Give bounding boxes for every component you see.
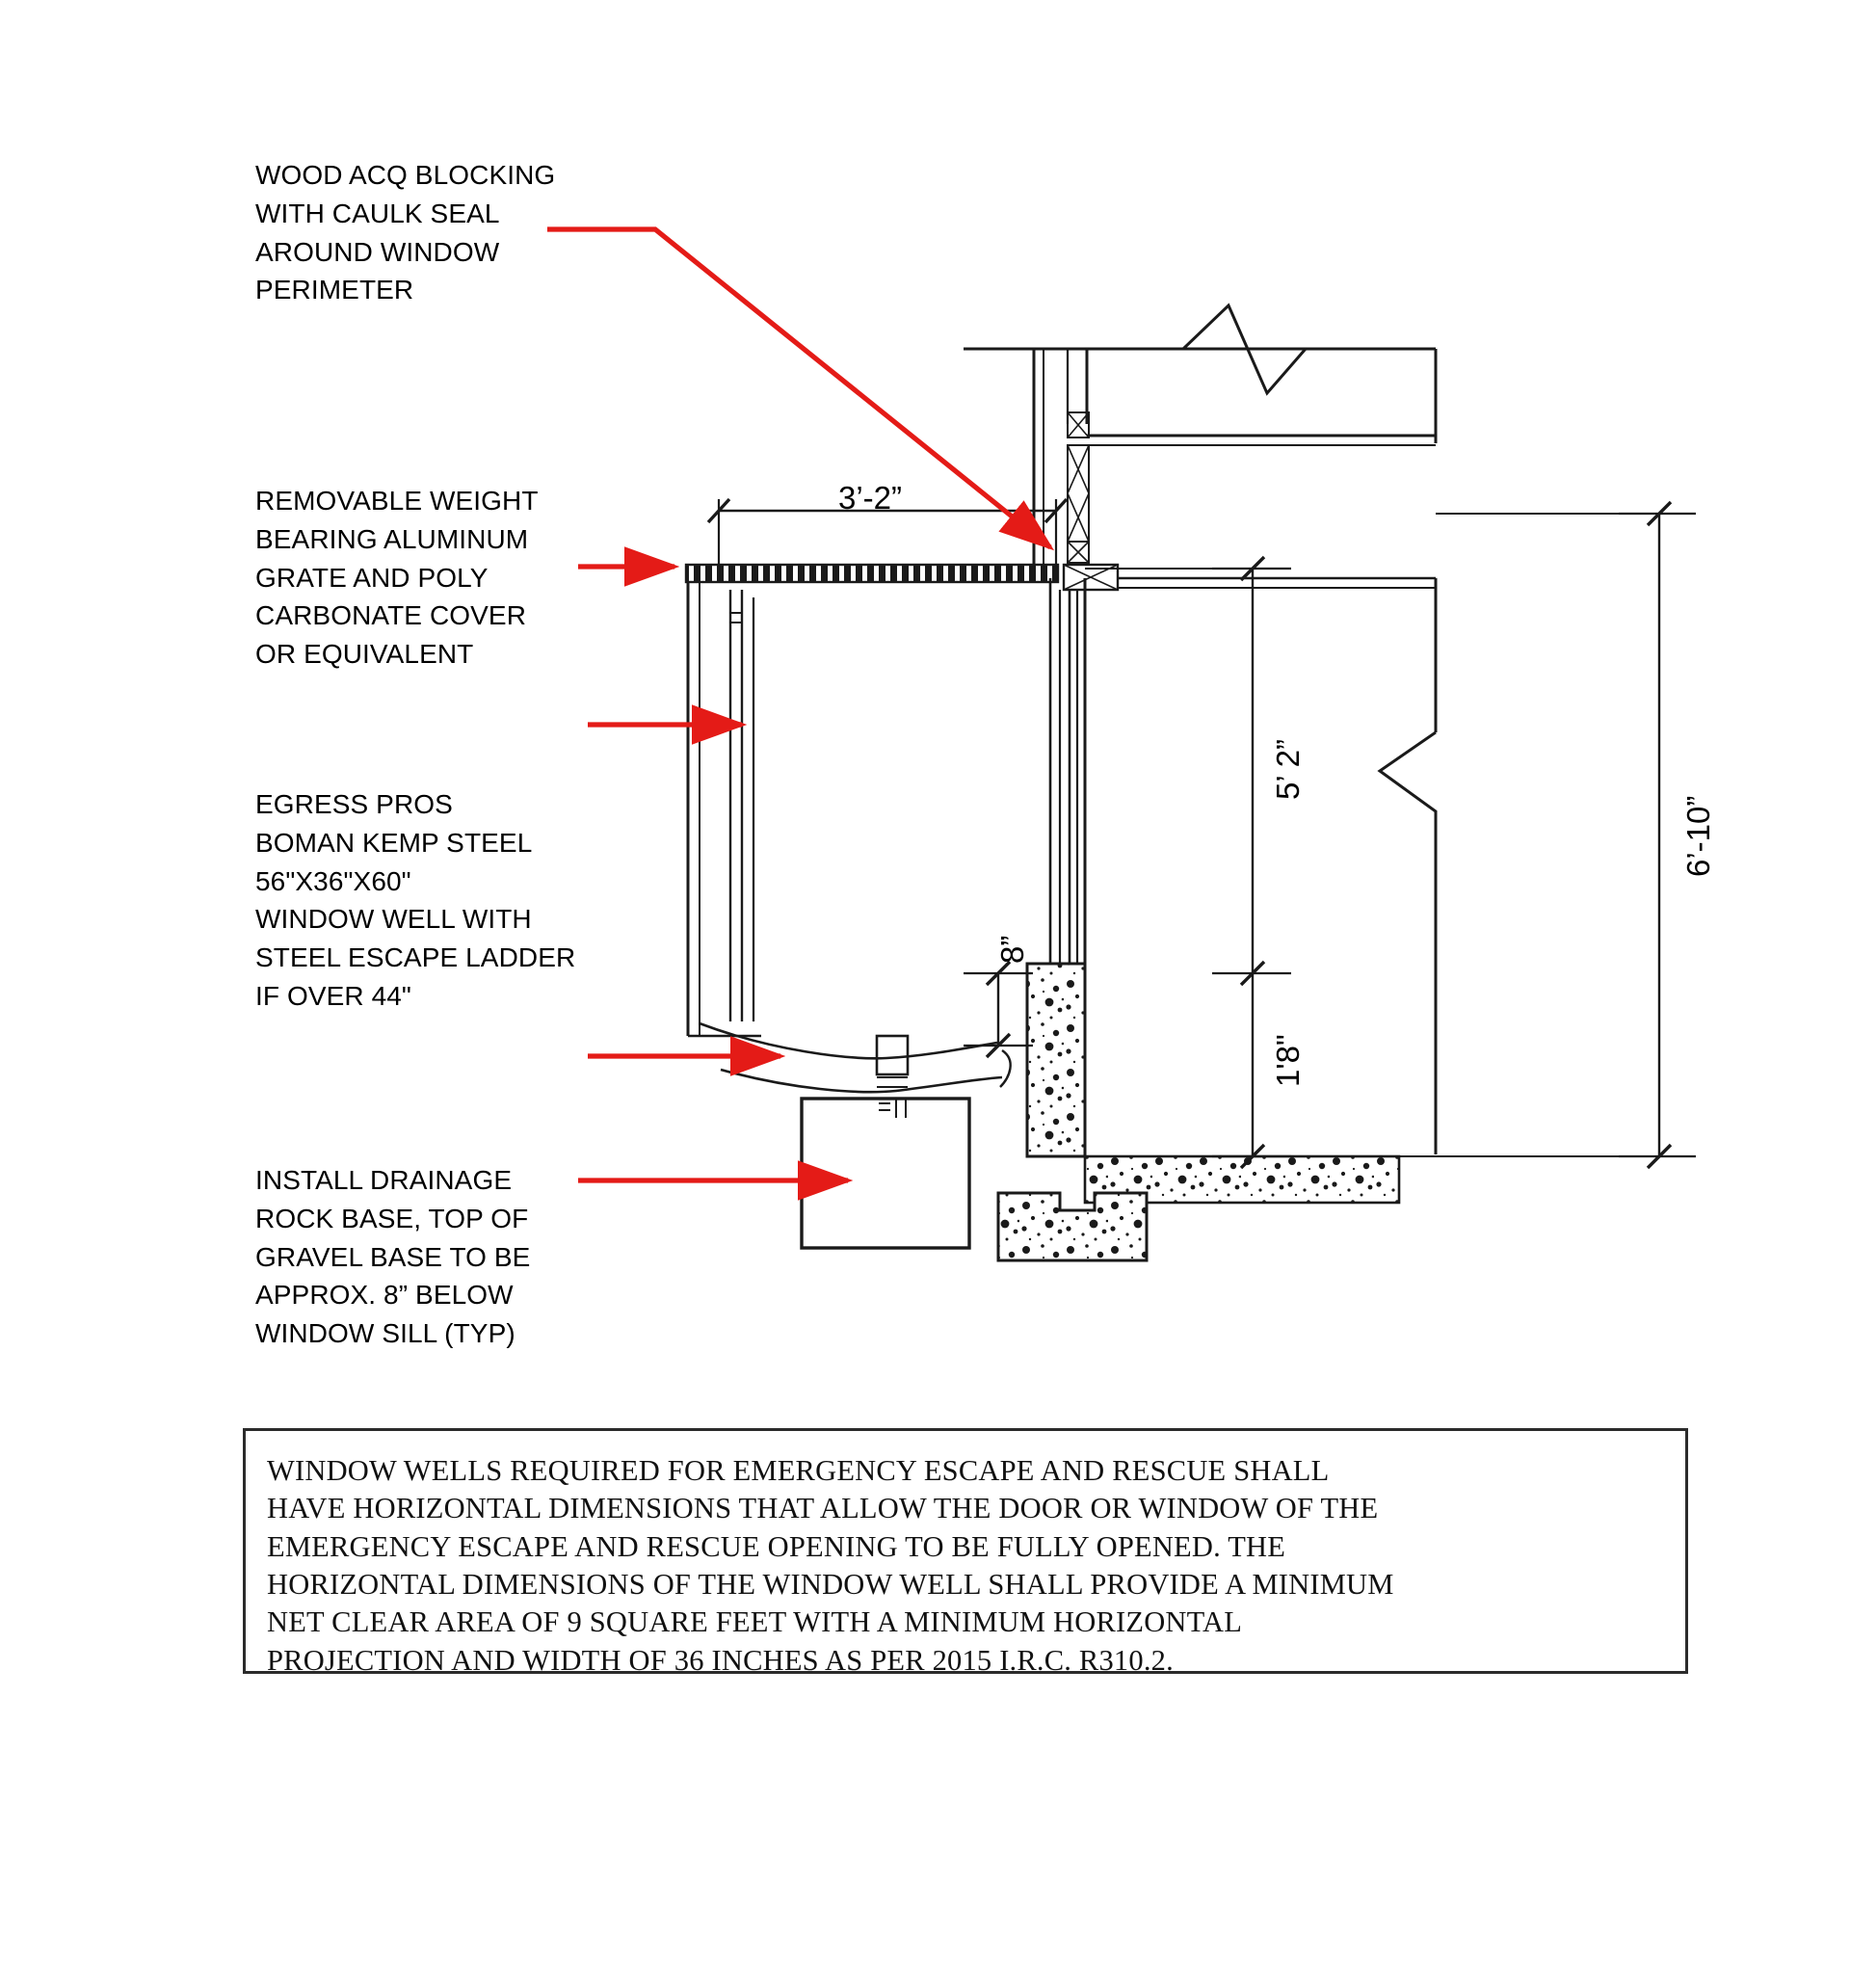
annotation-wood-acq-blocking: WOOD ACQ BLOCKING WITH CAULK SEAL AROUND… — [255, 160, 556, 305]
dimension-wall-height-upper: 5’ 2” — [1270, 739, 1306, 800]
annotation-removable-grate: REMOVABLE WEIGHT BEARING ALUMINUM GRATE … — [255, 486, 539, 669]
code-requirement-text: WINDOW WELLS REQUIRED FOR EMERGENCY ESCA… — [267, 1454, 1394, 1677]
code-requirement-box: WINDOW WELLS REQUIRED FOR EMERGENCY ESCA… — [243, 1428, 1688, 1677]
dimension-well-projection: 3’-2” — [838, 480, 903, 516]
dimension-overall-wall-height: 6’-10” — [1680, 795, 1716, 877]
leader-wood-blocking — [547, 226, 1055, 551]
annotation-egress-pros-well: EGRESS PROS BOMAN KEMP STEEL 56"X36"X60"… — [255, 789, 576, 1011]
annotation-drainage-rock: INSTALL DRAINAGE ROCK BASE, TOP OF GRAVE… — [255, 1165, 531, 1348]
dimension-sill-to-footing: 1'8" — [1270, 1034, 1306, 1087]
dimension-gravel-below-sill: 8” — [994, 935, 1030, 964]
